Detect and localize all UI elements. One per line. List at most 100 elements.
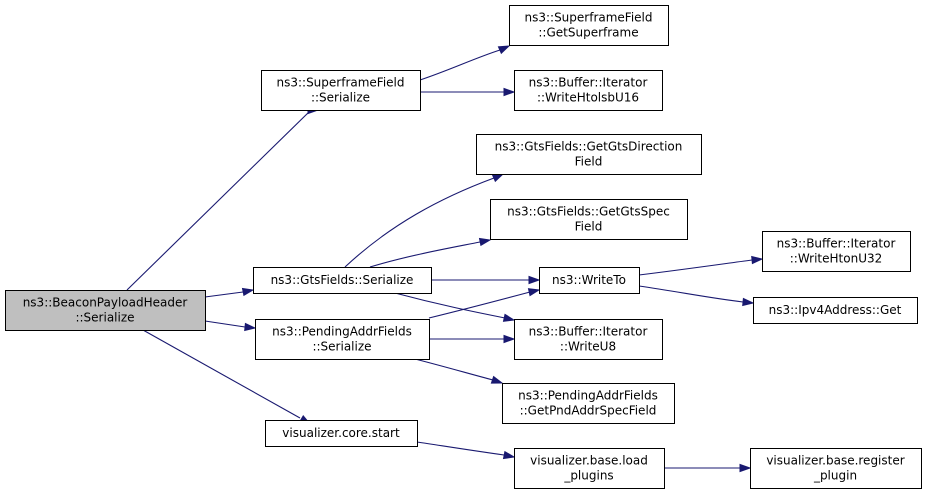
node-label: Field: [575, 220, 603, 234]
node-label: ns3::PendingAddrFields: [272, 325, 412, 339]
edge-pa_serialize-to-writeto: [428, 288, 541, 319]
arrow-head-icon: [241, 287, 255, 297]
arrow-head-icon: [742, 297, 755, 307]
edge-pa_serialize-to-buf_writeu8: [429, 334, 516, 344]
edge-root-to-gts_serialize: [204, 287, 255, 298]
edge-pa_serialize-to-pa_getspec: [414, 358, 504, 384]
edge-line: [126, 109, 312, 291]
node-label: visualizer.base.register: [766, 454, 904, 468]
node-box: [265, 420, 418, 447]
node-label: _plugins: [563, 469, 613, 483]
node-label: ns3::WriteTo: [552, 273, 626, 287]
node-label: Field: [575, 155, 603, 169]
edge-line: [638, 259, 753, 276]
node-label: ::WriteU8: [560, 340, 616, 354]
edge-vis_core_start-to-vis_load_plugins: [416, 441, 516, 460]
node-writeto[interactable]: ns3::WriteTo: [539, 267, 640, 294]
edge-gts_serialize-to-gts_getdirection: [344, 173, 505, 268]
edge-line: [416, 441, 505, 456]
arrow-head-icon: [503, 334, 516, 344]
node-vis_load_plugins[interactable]: visualizer.base.load_plugins: [514, 448, 665, 489]
node-box: [762, 231, 911, 272]
node-sf_serialize[interactable]: ns3::SuperframeField::Serialize: [261, 70, 421, 111]
node-label: ns3::GtsFields::GetGtsSpec: [507, 205, 670, 219]
node-buf_writehtolsbu16[interactable]: ns3::Buffer::Iterator::WriteHtolsbU16: [514, 70, 663, 111]
arrow-head-icon: [739, 463, 752, 473]
node-label: ns3::Buffer::Iterator: [777, 237, 896, 251]
node-label: _plugin: [813, 469, 857, 483]
edge-line: [369, 241, 481, 268]
edge-gts_serialize-to-buf_writeu8: [394, 292, 516, 322]
edge-line: [344, 177, 495, 268]
node-root[interactable]: ns3::BeaconPayloadHeader::Serialize: [5, 290, 206, 331]
edge-line: [204, 320, 246, 328]
node-box: [476, 134, 702, 175]
edge-root-to-sf_serialize: [126, 105, 320, 291]
arrow-head-icon: [491, 173, 505, 183]
node-ipv4_get[interactable]: ns3::Ipv4Address::Get: [753, 297, 918, 324]
node-box: [514, 319, 663, 360]
arrow-head-icon: [751, 255, 764, 265]
node-pa_serialize[interactable]: ns3::PendingAddrFields::Serialize: [255, 319, 430, 360]
node-label: ::Serialize: [75, 311, 134, 325]
edge-line: [638, 285, 744, 303]
node-box: [502, 383, 675, 424]
node-box: [753, 297, 918, 324]
node-gts_serialize[interactable]: ns3::GtsFields::Serialize: [253, 267, 432, 294]
node-label: ::WriteHtolsbU16: [537, 91, 639, 105]
arrow-head-icon: [502, 313, 516, 322]
node-box: [5, 290, 206, 331]
edge-writeto-to-ipv4_get: [638, 285, 755, 307]
edge-line: [414, 358, 494, 381]
arrow-head-icon: [502, 450, 516, 460]
node-label: ::WriteHtonU32: [790, 252, 883, 266]
edge-gts_serialize-to-gts_getspec: [369, 237, 492, 268]
node-box: [750, 448, 922, 489]
edge-line: [394, 292, 506, 319]
edge-gts_serialize-to-writeto: [431, 275, 541, 285]
node-box: [514, 70, 663, 111]
nodes-layer: ns3::BeaconPayloadHeader::Serializens3::…: [5, 5, 922, 489]
node-box: [509, 5, 669, 46]
node-sf_getsuperframe[interactable]: ns3::SuperframeField::GetSuperframe: [509, 5, 669, 46]
arrow-head-icon: [503, 87, 516, 97]
node-box: [514, 448, 665, 489]
arrow-head-icon: [490, 375, 504, 384]
node-vis_register_plugin[interactable]: visualizer.base.register_plugin: [750, 448, 922, 489]
edge-writeto-to-buf_writehtonu32: [638, 255, 764, 276]
edge-line: [142, 329, 301, 419]
node-label: ns3::BeaconPayloadHeader: [23, 296, 188, 310]
node-label: ::GetSuperframe: [538, 26, 638, 40]
node-vis_core_start[interactable]: visualizer.core.start: [265, 420, 418, 447]
node-box: [253, 267, 432, 294]
node-label: ns3::Ipv4Address::Get: [769, 303, 902, 317]
arrow-head-icon: [478, 237, 492, 247]
arrow-head-icon: [244, 322, 257, 332]
edge-root-to-pa_serialize: [204, 320, 257, 332]
node-buf_writeu8[interactable]: ns3::Buffer::Iterator::WriteU8: [514, 319, 663, 360]
node-buf_writehtonu32[interactable]: ns3::Buffer::Iterator::WriteHtonU32: [762, 231, 911, 272]
edge-line: [419, 49, 501, 81]
node-label: ::Serialize: [312, 340, 371, 354]
arrow-head-icon: [527, 288, 541, 297]
node-label: ns3::GtsFields::GetGtsDirection: [495, 140, 683, 154]
node-box: [261, 70, 421, 111]
edge-line: [428, 291, 531, 319]
node-label: ns3::SuperframeField: [276, 76, 404, 90]
node-label: ns3::Buffer::Iterator: [529, 325, 648, 339]
node-label: ns3::GtsFields::Serialize: [271, 273, 414, 287]
node-label: visualizer.core.start: [282, 426, 400, 440]
node-pa_getspec[interactable]: ns3::PendingAddrFields::GetPndAddrSpecFi…: [502, 383, 675, 424]
node-box: [490, 199, 688, 240]
node-label: ns3::Buffer::Iterator: [529, 76, 648, 90]
node-label: ::Serialize: [311, 91, 370, 105]
node-box: [255, 319, 430, 360]
edge-vis_load_plugins-to-vis_register_plugin: [664, 463, 752, 473]
node-box: [539, 267, 640, 294]
node-label: ::GetPndAddrSpecField: [520, 404, 657, 418]
edge-sf_serialize-to-sf_getsuperframe: [419, 45, 511, 81]
node-label: ns3::SuperframeField: [524, 11, 652, 25]
